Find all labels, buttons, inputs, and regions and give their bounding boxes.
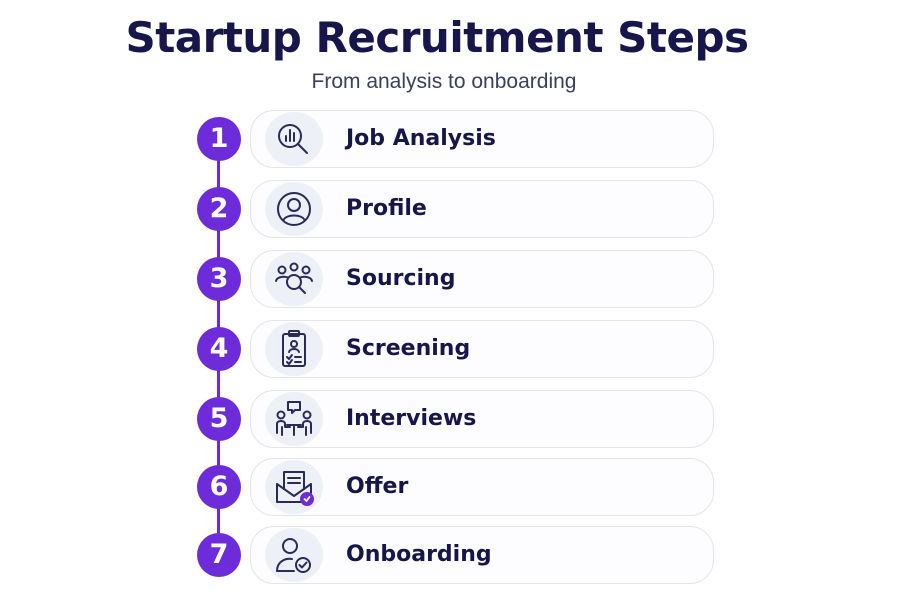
chart-magnifier-icon [278, 124, 308, 154]
step-label: Offer [346, 474, 409, 499]
step-label: Interviews [346, 406, 477, 431]
icon-container [265, 460, 323, 514]
icon-container [265, 112, 323, 166]
icon-container [265, 528, 323, 582]
step-number-badge: 4 [197, 327, 241, 371]
step-card-interviews: Interviews [250, 390, 714, 448]
step-number-badge: 2 [197, 187, 241, 231]
user-profile-icon [277, 192, 311, 226]
step-card-offer: Offer [250, 458, 714, 516]
people-search-icon [275, 262, 313, 294]
step-number-badge: 6 [197, 465, 241, 509]
step-label: Onboarding [346, 542, 492, 567]
step-label: Job Analysis [346, 126, 496, 151]
step-label: Sourcing [346, 266, 456, 291]
step-label: Profile [346, 196, 427, 221]
step-card-screening: Screening [250, 320, 714, 378]
icon-container [265, 252, 323, 306]
interview-meeting-icon [276, 401, 312, 436]
page-subtitle: From analysis to onboarding [311, 70, 577, 93]
envelope-check-icon [276, 471, 314, 506]
step-number-badge: 3 [197, 257, 241, 301]
step-card-profile: Profile [250, 180, 714, 238]
step-card-sourcing: Sourcing [250, 250, 714, 308]
icon-container [265, 392, 323, 446]
icon-container [265, 322, 323, 376]
step-number-badge: 5 [197, 397, 241, 441]
user-check-icon [276, 538, 311, 573]
step-card-job-analysis: Job Analysis [250, 110, 714, 168]
step-number-badge: 7 [197, 533, 241, 577]
step-label: Screening [346, 336, 471, 361]
icon-container [265, 182, 323, 236]
page-title: Startup Recruitment Steps [125, 13, 749, 62]
step-card-onboarding: Onboarding [250, 526, 714, 584]
step-number-badge: 1 [197, 117, 241, 161]
clipboard-check-icon [282, 330, 306, 367]
